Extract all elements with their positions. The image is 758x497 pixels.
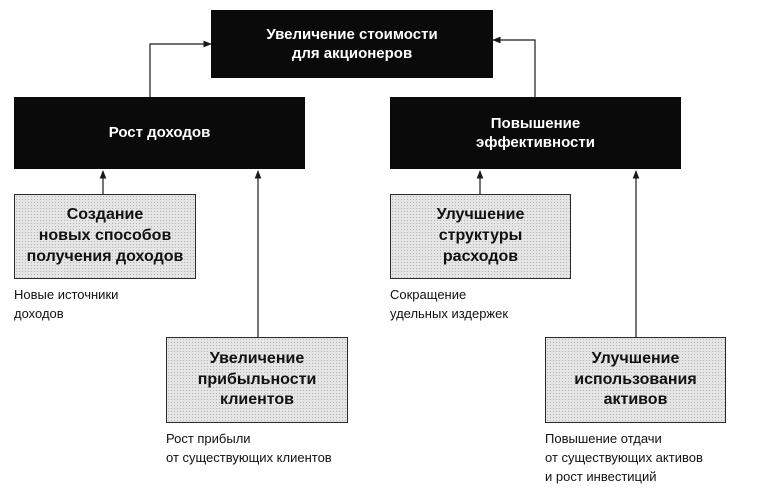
node-revenue-growth: Рост доходов: [14, 97, 305, 169]
caption-cost-structure: Сокращение удельных издержек: [390, 287, 509, 321]
node-customer-profitability: Увеличение прибыльности клиентов: [166, 337, 348, 423]
connector-revenue-to-top: [149, 40, 212, 97]
node-asset-utilization: Улучшение использования активов: [545, 337, 726, 423]
node-new-revenue-sources: Создание новых способов получения доходо…: [14, 194, 196, 279]
caption-asset-use: Повышение отдачи от существующих активов…: [545, 431, 703, 484]
caption-customer-profit: Рост прибыли от существующих клиентов: [166, 431, 332, 465]
connector-efficiency-to-top: [492, 36, 536, 97]
caption-new-revenue: Новые источники доходов: [14, 287, 119, 321]
node-cost-structure: Улучшение структуры расходов: [390, 194, 571, 279]
node-efficiency: Повышение эффективности: [390, 97, 681, 169]
node-shareholder-value: Увеличение стоимости для акционеров: [211, 10, 493, 78]
